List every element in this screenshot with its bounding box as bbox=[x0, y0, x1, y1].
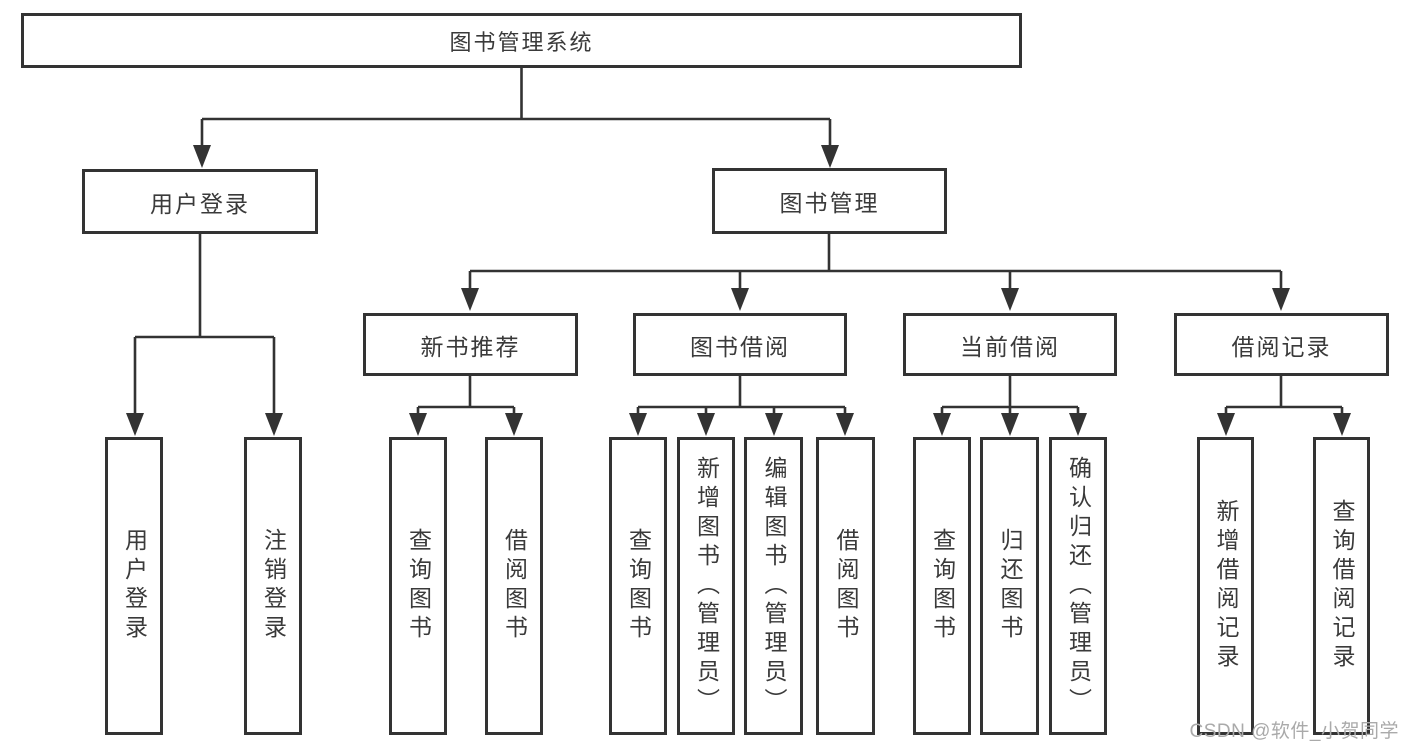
arrowhead bbox=[731, 288, 749, 311]
arrowhead bbox=[409, 413, 427, 436]
leaf-borrow-books: 借阅图书 bbox=[816, 437, 875, 735]
node-label: 新书推荐 bbox=[420, 333, 521, 360]
leaf-user-login: 用户登录 bbox=[105, 437, 163, 735]
leaf-logout: 注销登录 bbox=[244, 437, 302, 735]
node-label: 当前借阅 bbox=[960, 333, 1060, 360]
arrowhead bbox=[836, 413, 854, 436]
arrowhead bbox=[1217, 413, 1235, 436]
node-current-borrow: 当前借阅 bbox=[903, 313, 1117, 376]
node-label: 借阅记录 bbox=[1231, 333, 1332, 360]
node-book-borrow: 图书借阅 bbox=[633, 313, 847, 376]
leaf-borrow-books-recommend: 借阅图书 bbox=[485, 437, 543, 735]
leaf-add-borrow-record: 新增借阅记录 bbox=[1197, 437, 1254, 735]
leaf-confirm-return-admin: 确认归还（管理员） bbox=[1049, 437, 1107, 735]
connector-book-management-children bbox=[461, 234, 1290, 311]
node-label: 编辑图书（管理员） bbox=[761, 455, 787, 717]
node-label: 确认归还（管理员） bbox=[1065, 455, 1092, 717]
leaf-query-books-current: 查询图书 bbox=[913, 437, 971, 735]
node-label: 图书管理系统 bbox=[449, 29, 594, 55]
node-library-system: 图书管理系统 bbox=[21, 13, 1022, 68]
node-label: 图书管理 bbox=[779, 190, 880, 216]
node-label: 用户登录 bbox=[121, 528, 148, 644]
connector-user-login-children bbox=[126, 234, 283, 436]
connector-borrow-records-children bbox=[1217, 376, 1351, 436]
leaf-query-borrow-record: 查询借阅记录 bbox=[1313, 437, 1370, 735]
node-label: 查询借阅记录 bbox=[1329, 499, 1355, 673]
leaf-add-books-admin: 新增图书（管理员） bbox=[677, 437, 735, 735]
arrowhead bbox=[1272, 288, 1290, 311]
connector-book-borrow-children bbox=[629, 376, 854, 436]
node-label: 归还图书 bbox=[997, 528, 1023, 644]
connector-current-borrow-children bbox=[933, 376, 1087, 436]
arrowhead bbox=[1333, 413, 1351, 436]
arrowhead bbox=[821, 145, 839, 168]
node-label: 新增借阅记录 bbox=[1213, 499, 1239, 673]
arrowhead bbox=[933, 413, 951, 436]
connector-new-book-children bbox=[409, 376, 523, 436]
arrowhead bbox=[265, 413, 283, 436]
node-borrow-records: 借阅记录 bbox=[1174, 313, 1389, 376]
connector-root-to-level2 bbox=[193, 67, 839, 168]
node-label: 借阅图书 bbox=[833, 528, 859, 644]
arrowhead bbox=[629, 413, 647, 436]
arrowhead bbox=[1001, 413, 1019, 436]
node-label: 图书借阅 bbox=[690, 333, 790, 360]
csdn-watermark: CSDN @软件_小贺同学 bbox=[1189, 721, 1399, 742]
node-label: 注销登录 bbox=[260, 528, 287, 644]
node-book-management: 图书管理 bbox=[712, 168, 947, 234]
leaf-return-books: 归还图书 bbox=[980, 437, 1039, 735]
arrowhead bbox=[1001, 288, 1019, 311]
node-label: 借阅图书 bbox=[501, 528, 528, 644]
arrowhead bbox=[461, 288, 479, 311]
node-new-book-recommend: 新书推荐 bbox=[363, 313, 578, 376]
node-user-login: 用户登录 bbox=[82, 169, 318, 234]
leaf-edit-books-admin: 编辑图书（管理员） bbox=[744, 437, 803, 735]
leaf-query-books-recommend: 查询图书 bbox=[389, 437, 447, 735]
node-label: 查询图书 bbox=[625, 528, 652, 644]
arrowhead bbox=[1069, 413, 1087, 436]
node-label: 查询图书 bbox=[405, 528, 432, 644]
node-label: 查询图书 bbox=[929, 528, 956, 644]
arrowhead bbox=[193, 145, 211, 168]
arrowhead bbox=[505, 413, 523, 436]
arrowhead bbox=[697, 413, 715, 436]
arrowhead bbox=[126, 413, 144, 436]
leaf-query-books-borrow: 查询图书 bbox=[609, 437, 667, 735]
node-label: 新增图书（管理员） bbox=[693, 455, 720, 717]
node-label: 用户登录 bbox=[150, 190, 250, 217]
arrowhead bbox=[765, 413, 783, 436]
